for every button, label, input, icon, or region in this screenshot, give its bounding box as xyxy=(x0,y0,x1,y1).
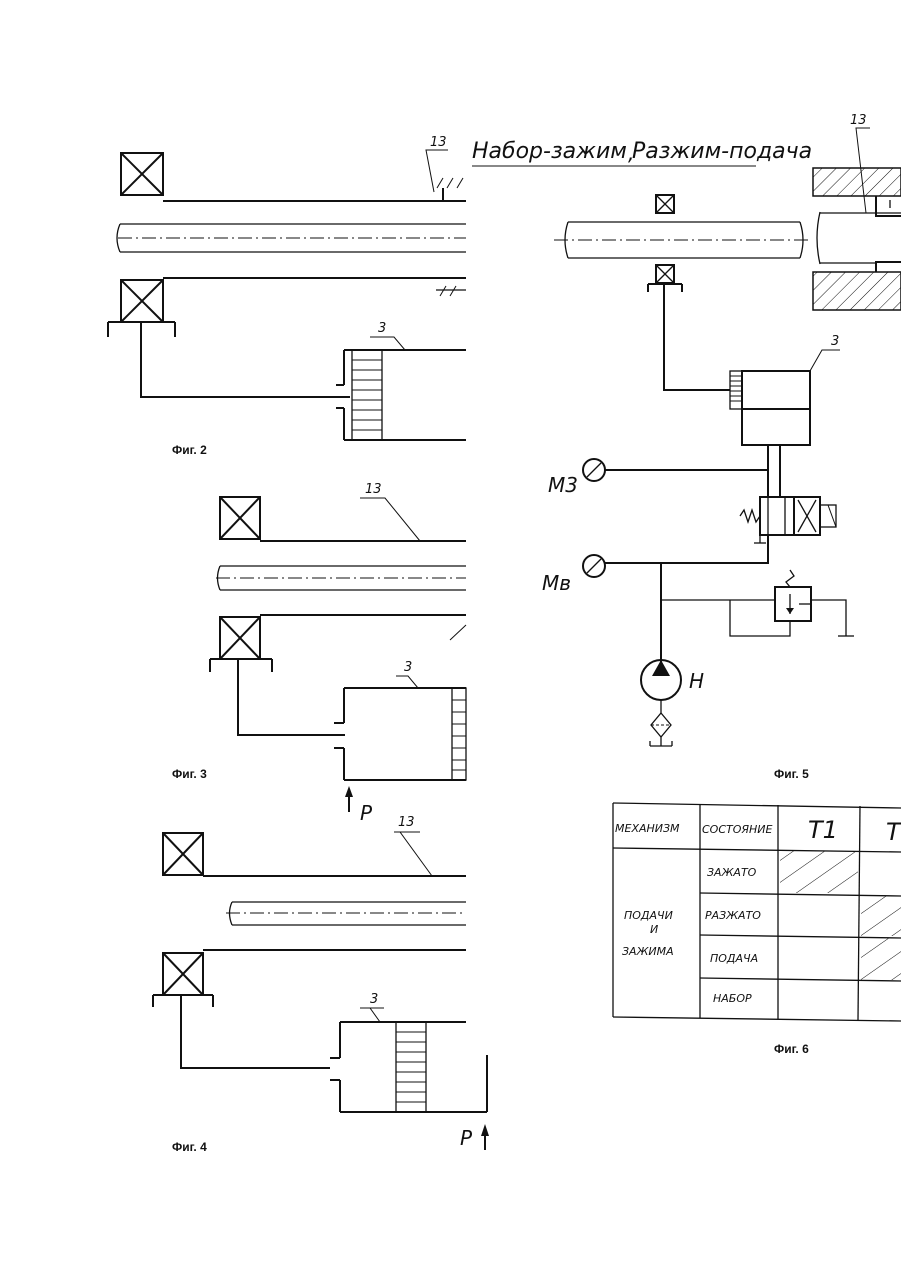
gauge-clamp xyxy=(583,459,605,481)
bearing-upper xyxy=(656,195,674,213)
cylinder xyxy=(330,1022,487,1112)
label-gauge-clamp: М3 xyxy=(548,473,578,497)
figure-2: 3 13 Фиг. 2 xyxy=(108,135,466,457)
header-t1: T1 xyxy=(808,816,838,844)
state-clamped: ЗАЖАТО xyxy=(707,866,757,879)
header-t2: T xyxy=(886,818,901,846)
figure-caption-3: Фиг. 3 xyxy=(172,767,207,781)
label-cylinder: 3 xyxy=(370,992,378,1007)
cylinder xyxy=(730,371,810,445)
label-rod: 13 xyxy=(850,113,867,128)
mechanism-line-3: ЗАЖИМА xyxy=(622,945,674,958)
pressure-arrow xyxy=(345,786,353,812)
mechanism-line-1: ПОДАЧИ xyxy=(624,909,673,922)
cyclogram-table: МЕХАНИЗМ СОСТОЯНИЕ T1 T ПОДАЧИ И ЗАЖИМА … xyxy=(613,803,901,1056)
gauge-inlet xyxy=(583,555,605,577)
leader-rod xyxy=(426,150,448,192)
leader-cylinder xyxy=(810,350,840,371)
label-rod: 13 xyxy=(365,482,382,497)
bar-stock xyxy=(117,224,466,252)
pump xyxy=(641,660,681,700)
filter xyxy=(650,713,672,746)
bearing-upper xyxy=(163,833,203,875)
leader-cylinder xyxy=(396,676,418,688)
pressure-arrow xyxy=(481,1124,489,1150)
figure-4: 13 xyxy=(153,815,489,1154)
figure-caption-4: Фиг. 4 xyxy=(172,1140,207,1154)
figure-caption-2: Фиг. 2 xyxy=(172,443,207,457)
figure-caption-5: Фиг. 5 xyxy=(774,767,809,781)
bearing-lower xyxy=(153,953,213,1007)
leader-rod xyxy=(394,832,432,876)
hydraulic-line xyxy=(238,659,345,735)
label-pressure: Р xyxy=(460,1126,473,1150)
label-rod: 13 xyxy=(398,815,415,830)
leader-rod xyxy=(360,498,420,541)
state-unclamped: РАЗЖАТО xyxy=(705,909,761,922)
label-cylinder: 3 xyxy=(831,334,839,349)
label-pump: Н xyxy=(689,669,704,693)
figure-3: 13 xyxy=(172,482,466,825)
hatched-cell-feed-t2 xyxy=(861,938,901,980)
hydraulic-line xyxy=(141,322,350,397)
bar-stock xyxy=(226,902,466,925)
bar-stock xyxy=(554,212,820,264)
bar-stock xyxy=(216,566,466,590)
mechanism-line-2: И xyxy=(650,923,658,936)
header-mechanism: МЕХАНИЗМ xyxy=(615,822,680,835)
figure-caption-6: Фиг. 6 xyxy=(774,1042,809,1056)
state-feed: ПОДАЧА xyxy=(710,952,758,965)
spindle-housing xyxy=(813,168,901,310)
title-feed-clamp: Набор-зажим xyxy=(472,139,627,164)
hatched-cell-clamped-t1 xyxy=(780,851,858,893)
relief-valve xyxy=(730,570,854,636)
label-cylinder: 3 xyxy=(378,321,386,336)
bearing-upper xyxy=(121,153,163,195)
figure-5: Набор-зажим Разжим-подача , 13 xyxy=(472,113,901,781)
hatched-cell-unclamped-t2 xyxy=(861,896,901,936)
state-stock-pickup: НАБОР xyxy=(713,992,752,1005)
label-rod: 13 xyxy=(430,135,447,150)
label-gauge-inlet: Мв xyxy=(542,571,571,595)
hydraulic-line xyxy=(181,995,330,1068)
header-state: СОСТОЯНИЕ xyxy=(702,823,773,836)
svg-text:,: , xyxy=(628,141,634,165)
label-cylinder: 3 xyxy=(404,660,412,675)
label-pressure: Р xyxy=(360,801,373,825)
bearing-lower xyxy=(210,617,272,672)
cylinder xyxy=(334,688,466,780)
hydraulic-line-clamp xyxy=(664,284,730,390)
cylinder xyxy=(336,350,466,440)
title-unclamp-feed: Разжим-подача xyxy=(632,139,812,164)
bearing-upper xyxy=(220,497,260,539)
directional-valve xyxy=(740,497,836,547)
leader-cylinder xyxy=(370,337,405,350)
leader-cylinder xyxy=(360,1008,384,1022)
